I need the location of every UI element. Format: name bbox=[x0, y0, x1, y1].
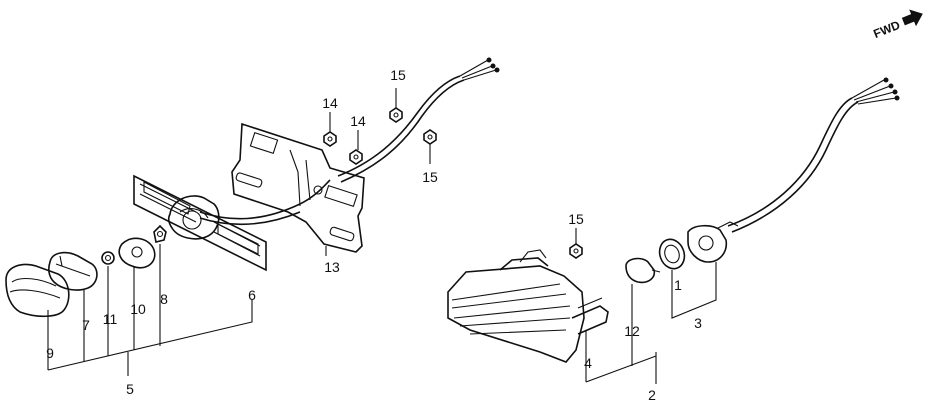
socket-part-8 bbox=[153, 224, 167, 243]
callout-labels: 1 2 3 4 5 6 7 8 9 10 11 12 13 14 14 15 1… bbox=[46, 67, 702, 403]
lens-part-9 bbox=[5, 263, 70, 318]
bulb-part-12 bbox=[625, 257, 661, 284]
callout-12: 12 bbox=[624, 323, 640, 339]
nut-part-15-c bbox=[569, 243, 583, 259]
callout-1: 1 bbox=[674, 277, 682, 293]
leader-lines bbox=[47, 88, 717, 384]
callout-13: 13 bbox=[324, 259, 340, 275]
bracket-part-13 bbox=[231, 122, 365, 253]
nut-part-14-a bbox=[323, 131, 337, 147]
fwd-label: FWD bbox=[871, 18, 902, 41]
fwd-arrow-icon bbox=[901, 9, 923, 27]
callout-14-b: 14 bbox=[350, 113, 366, 129]
callout-14-a: 14 bbox=[322, 95, 338, 111]
callout-7: 7 bbox=[82, 317, 90, 333]
nut-part-15-b bbox=[423, 129, 437, 145]
socket-part-7 bbox=[48, 251, 98, 291]
reflector-part-6 bbox=[133, 174, 267, 272]
callout-5: 5 bbox=[126, 381, 134, 397]
taillight-housing-part-4 bbox=[447, 249, 609, 363]
callout-15-a: 15 bbox=[390, 67, 406, 83]
washer-part-10 bbox=[118, 237, 156, 269]
callout-2: 2 bbox=[648, 387, 656, 403]
callout-3: 3 bbox=[694, 315, 702, 331]
callout-10: 10 bbox=[130, 301, 146, 317]
callout-9: 9 bbox=[46, 345, 54, 361]
callout-6: 6 bbox=[248, 287, 256, 303]
callout-8: 8 bbox=[160, 291, 168, 307]
socket-part-3 bbox=[687, 221, 739, 263]
nut-part-14-b bbox=[349, 149, 363, 165]
nut-part-15-a bbox=[389, 107, 403, 123]
callout-15-b: 15 bbox=[422, 169, 438, 185]
wire-harness-left bbox=[199, 57, 500, 225]
ring-part-1 bbox=[658, 238, 686, 270]
fwd-arrow: FWD bbox=[871, 9, 923, 41]
callout-11: 11 bbox=[103, 311, 118, 327]
callout-15-c: 15 bbox=[568, 211, 584, 227]
callout-4: 4 bbox=[584, 355, 592, 371]
wire-harness-right bbox=[727, 77, 900, 233]
bulb-part-11 bbox=[101, 251, 115, 265]
